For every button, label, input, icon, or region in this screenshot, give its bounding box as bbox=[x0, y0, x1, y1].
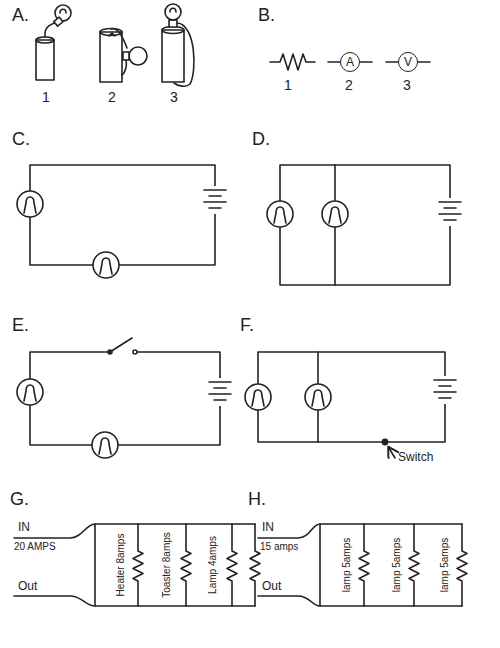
ammeter-symbol: A bbox=[340, 52, 360, 72]
panel-letter: G. bbox=[10, 490, 29, 510]
branch-circuit-g bbox=[14, 524, 260, 606]
wire-label: IN bbox=[18, 521, 30, 534]
appliance-label: lamp 5amps bbox=[439, 537, 450, 593]
panel-letter: C. bbox=[12, 130, 30, 150]
appliance-label: Toaster 8amps bbox=[161, 531, 172, 599]
series-circuit bbox=[17, 165, 228, 278]
callout-number: 1 bbox=[284, 78, 292, 93]
appliance-label: lamp 5amps bbox=[341, 537, 352, 593]
switch-label: Switch bbox=[398, 451, 433, 464]
current-label: 15 amps bbox=[260, 541, 298, 552]
panel-letter: H. bbox=[248, 490, 266, 510]
callout-number: 2 bbox=[345, 78, 353, 93]
panel-letter: D. bbox=[252, 130, 270, 150]
panel-letter: A. bbox=[12, 6, 29, 26]
panel-letter: F. bbox=[240, 316, 254, 336]
wire-label: Out bbox=[262, 580, 281, 593]
appliance-label: Lamp 4amps bbox=[207, 535, 218, 595]
parallel-circuit-switch bbox=[245, 352, 458, 458]
series-circuit-switch bbox=[17, 338, 233, 458]
parallel-circuit bbox=[267, 165, 463, 285]
battery-bulb-figure-1 bbox=[36, 5, 71, 80]
appliance-label: Heater 8amps bbox=[115, 533, 126, 598]
branch-circuit-h bbox=[258, 524, 467, 606]
resistor-symbol bbox=[270, 54, 315, 70]
switch-arrow bbox=[389, 448, 395, 458]
panel-letter: B. bbox=[258, 6, 275, 26]
current-label: 20 AMPS bbox=[14, 541, 56, 552]
callout-number: 1 bbox=[42, 90, 50, 105]
wire-label: Out bbox=[18, 580, 37, 593]
callout-number: 3 bbox=[403, 78, 411, 93]
panel-letter: E. bbox=[12, 316, 29, 336]
meter-letter: A bbox=[346, 56, 354, 68]
battery-bulb-figure-2 bbox=[100, 29, 147, 83]
voltmeter-symbol: V bbox=[398, 52, 418, 72]
meter-letter: V bbox=[404, 56, 412, 68]
callout-number: 2 bbox=[108, 90, 116, 105]
callout-number: 3 bbox=[170, 90, 178, 105]
battery-bulb-figure-3 bbox=[162, 4, 194, 86]
appliance-label: lamp 5amps bbox=[391, 537, 402, 593]
wire-label: IN bbox=[262, 521, 274, 534]
